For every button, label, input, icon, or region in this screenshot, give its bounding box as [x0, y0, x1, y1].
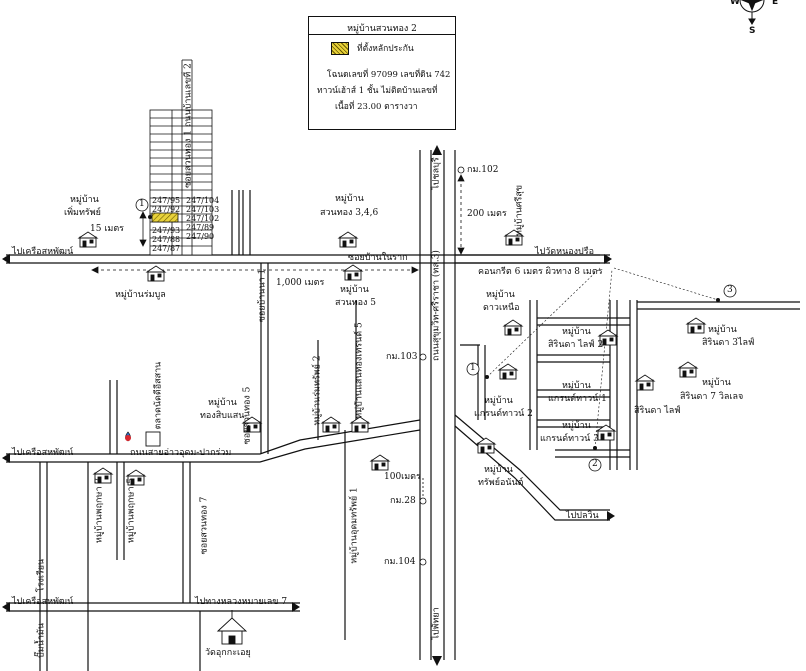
market-label: ตลาดนัดดีอีสสาน [153, 361, 164, 430]
legend-box: หมู่บ้านสวนทอง 2 ที่ตั้งหลักประกัน โฉนดเ… [308, 16, 456, 130]
village-label: หมู่บ้าน [335, 194, 364, 204]
village-label: แกรนด์ทาวน์ 3 [540, 434, 599, 444]
house-number: 247/87 [152, 244, 181, 253]
road-label-soi-left: ซอยบ้านนา 1 [257, 268, 268, 323]
road-label-bottom-left: ไปเครือสหพัฒน์ [12, 597, 74, 607]
road-label-top-right: ไปวัดหนองปรือ [535, 247, 594, 257]
village-label: หมู่บ้านร่มทรัพย์ 2 [312, 355, 323, 426]
collateral-plot [151, 212, 179, 223]
road-label-top-left: ไปเครือสหพัฒน์ [12, 247, 74, 257]
marker-number: 3 [727, 285, 733, 295]
village-label: สิรินดา ไลฟ์ 2 [548, 340, 604, 350]
village-label: หมู่บ้าน [208, 398, 237, 408]
gas-label: ปั๊มน้ำมัน [36, 623, 47, 658]
village-label: หมู่บ้าน [562, 327, 591, 337]
km-label: กม.28 [390, 496, 416, 506]
distance-label: 200 เมตร [467, 209, 507, 219]
village-label: เพิ่มทรัพย์ [64, 208, 101, 218]
km-label: กม.104 [384, 557, 416, 567]
legend-swatch [331, 42, 349, 55]
village-label: หมู่บ้านแสนทองเทรนด์ 5 [354, 322, 365, 419]
temple-icon [216, 610, 248, 645]
compass-icon [739, 0, 765, 25]
village-label: หมู่บ้านร่มบูล [115, 290, 166, 300]
village-label: หมู่บ้าน [562, 381, 591, 391]
distance-label: 15 เมตร [90, 224, 125, 234]
village-label: แกรนด์ทาวน์ 1 [548, 394, 607, 404]
village-label: สวนทอง 3,4,6 [320, 208, 379, 218]
road-label-concrete: คอนกรีต 6 เมตร ผิวทาง 8 เมตร [478, 267, 603, 277]
village-label: หมู่บ้าน [562, 421, 591, 431]
km-label: กม.102 [467, 165, 499, 175]
house-number: 247/103 [186, 205, 220, 214]
village-label: หมู่บ้าน [70, 195, 99, 205]
village-label: หมู่บ้านพฤกษา 7 [94, 477, 105, 544]
village-icons [77, 229, 707, 486]
school-label: โรงเรียน [36, 558, 47, 593]
village-label: แกรนด์ทาวน์ 2 [474, 409, 533, 419]
compass-south: S [749, 26, 756, 36]
distance-label: 100เมตร [384, 472, 421, 482]
road-main-upper [6, 419, 421, 455]
distance-label: 1,000 เมตร [276, 278, 325, 288]
townhouse-column [149, 59, 213, 256]
legend-area: เนื้อที่ 23.00 ตารางวา [335, 102, 418, 112]
village-label: หมู่บ้านศรีสุข [514, 185, 525, 236]
road-main-lower [6, 429, 421, 463]
km-label: กม.103 [386, 352, 418, 362]
road-label-south: ไปพัทยา [431, 607, 442, 640]
village-label: หมู่บ้าน [340, 285, 369, 295]
compass-east: E [772, 0, 779, 7]
village-label: หมู่บ้าน [486, 290, 515, 300]
house-number: 247/88 [152, 235, 181, 244]
road-label-mid-left: ไปเครือสหพัฒน์ [12, 448, 74, 458]
road-label-north: ไปชลบุรี [431, 157, 442, 190]
village-label: สิรินดา ไลฟ์ [634, 406, 681, 416]
village-label: สวนทอง 5 [335, 298, 377, 308]
market-icon [145, 431, 161, 447]
house-number: 247/93 [152, 226, 181, 235]
road-label-soi-top: ซอยสวนทอง 1 ถนนบ้านเลขที่ 2 [183, 63, 194, 188]
house-number: 247/102 [186, 214, 220, 223]
house-number: 247/92 [152, 205, 181, 214]
marker-number: 1 [139, 199, 145, 209]
house-number: 247/90 [186, 232, 215, 241]
road-label-to-plawin: ไปปลวิน [566, 511, 599, 521]
road-label-bottom-mid: ไปทางหลวงหมายเลข 7 [195, 597, 288, 607]
village-label: ทรัพย์อนันต์ [478, 478, 524, 488]
temple-label: วัดอุกกะเอยุ [205, 648, 251, 658]
legend-item-label: ที่ตั้งหลักประกัน [357, 44, 414, 54]
road-label-soi-main: ซอยบ้านในราก [348, 253, 408, 263]
compass-west: W [730, 0, 740, 7]
village-label: สิรินดา 7 วิลเลจ [680, 392, 744, 402]
village-label: หมู่บ้าน [484, 396, 513, 406]
village-label: ทองสิบแสน [200, 411, 245, 421]
marker-number: 2 [592, 459, 598, 469]
village-label: หมู่บ้านอุดมทรัพย์ 1 [349, 487, 360, 564]
house-number: 247/104 [186, 196, 220, 205]
village-label: หมู่บ้านพฤกษา 5 [126, 477, 137, 544]
house-number: 247/89 [186, 223, 215, 232]
marker-number: 1 [470, 363, 476, 373]
house-number: 247/95 [152, 196, 181, 205]
village-label: สิรินดา 3ไลฟ์ [702, 338, 755, 348]
legend-house: ทาวน์เฮ้าส์ 1 ชั้น ไม่ติดบ้านเลขที่ [317, 86, 438, 96]
legend-deed: โฉนดเลขที่ 97099 เลขที่ดิน 742 [327, 70, 451, 80]
road-label-soi-7: ซอยสวนทอง 7 [199, 496, 210, 555]
village-label: หมู่บ้าน [702, 378, 731, 388]
road-label-main: ถนนสายอ่าวอุดม-ปากร่วม [130, 448, 232, 458]
village-label: ดาวเหนือ [483, 303, 520, 313]
village-label: หมู่บ้าน [484, 465, 513, 475]
village-label: หมู่บ้าน [708, 325, 737, 335]
legend-title: หมู่บ้านสวนทอง 2 [347, 24, 417, 34]
road-label-highway: ถนนสุขุมวิท-ศรีราชา (ทล.3) [431, 250, 442, 361]
